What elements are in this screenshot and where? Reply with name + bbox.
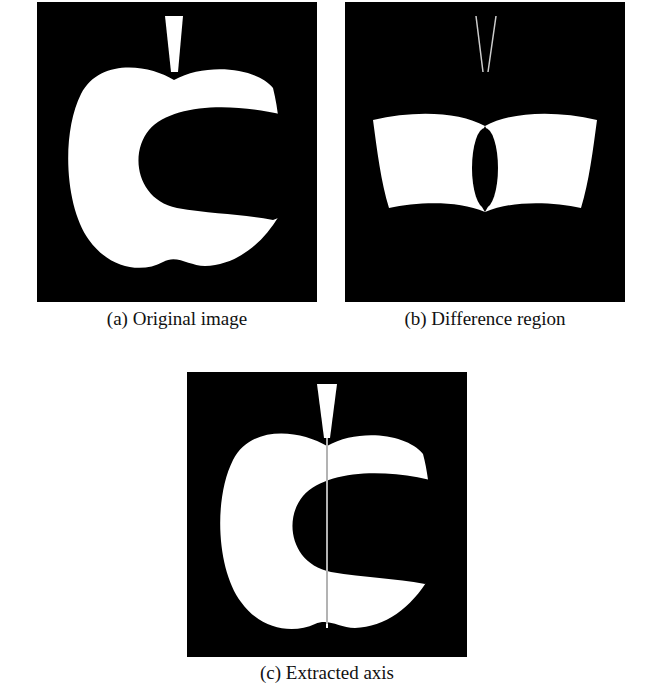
panel-caption: (a) Original image <box>107 308 247 330</box>
difference-region <box>345 2 625 302</box>
extracted-axis-image <box>187 372 467 657</box>
panel-caption: (b) Difference region <box>404 308 565 330</box>
panel-caption: (c) Extracted axis <box>260 662 394 684</box>
original-image <box>37 2 317 302</box>
